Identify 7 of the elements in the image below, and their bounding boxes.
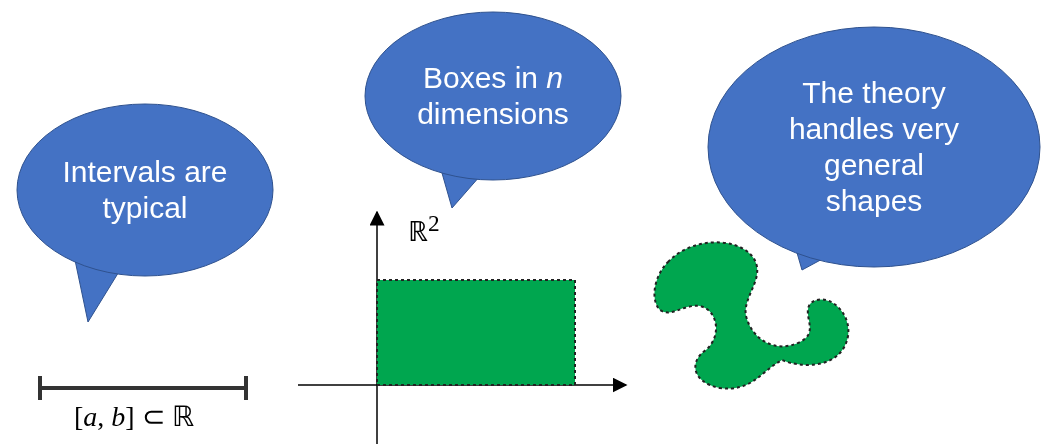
- bubble-text: Boxes in n dimensions: [416, 60, 570, 132]
- math-label: ℝ$^{2}$: [408, 210, 440, 250]
- bubble-text: The theory handles very general shapes: [787, 75, 961, 219]
- blob-shape: [653, 241, 850, 390]
- bubble-text: Intervals are typical: [61, 154, 229, 226]
- filled-rectangle: [376, 279, 576, 386]
- math-label: [a, b] ⊂ ℝ: [74, 400, 194, 433]
